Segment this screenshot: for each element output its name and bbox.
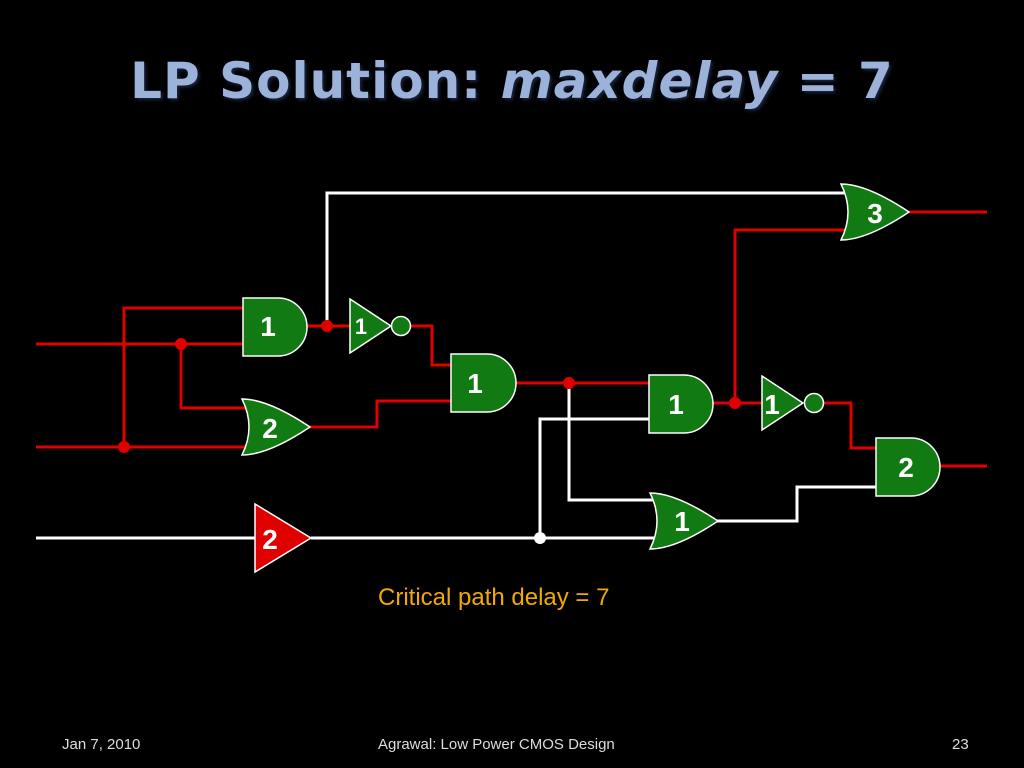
gate-delay-label: 1 — [355, 314, 367, 339]
junction-dot — [563, 377, 575, 389]
page-title: LP Solution: maxdelay = 7 — [0, 52, 1024, 110]
wire-not-a-out — [411, 324, 451, 367]
gate-delay-label: 3 — [867, 198, 883, 229]
wire-top-feedback — [325, 191, 848, 325]
or-gate — [839, 183, 911, 241]
and-gate — [242, 297, 308, 357]
junctions — [118, 320, 741, 544]
gate-delay-label: 1 — [674, 506, 690, 537]
wire-to-or-top — [733, 228, 848, 403]
wire-or-b-to-and-out — [717, 485, 876, 523]
footer-course: Agrawal: Low Power CMOS Design — [378, 736, 615, 753]
gates — [240, 183, 941, 574]
wire-branch-to-or-b — [567, 383, 660, 502]
gate-delay-label: 2 — [898, 452, 914, 483]
gate-labels: 1 2 2 1 1 1 1 1 3 2 — [260, 198, 914, 555]
footer-date: Jan 7, 2010 — [62, 736, 141, 753]
not-gate — [761, 374, 805, 432]
critical-wires — [36, 210, 987, 468]
junction-dot — [321, 320, 333, 332]
not-gate — [349, 297, 393, 355]
not-bubble — [390, 315, 412, 337]
gate-delay-label: 2 — [262, 524, 278, 555]
gate-delay-label: 1 — [668, 389, 684, 420]
wire-or-a-out — [310, 399, 451, 429]
junction-dot — [534, 532, 546, 544]
gate-delay-label: 1 — [764, 389, 780, 420]
buffer-gate — [254, 502, 313, 574]
or-gate — [240, 398, 312, 456]
gate-delay-label: 2 — [262, 413, 278, 444]
junction-dot — [118, 441, 130, 453]
wire-branch-to-and-c — [538, 417, 652, 538]
title-italic: maxdelay — [500, 52, 779, 110]
wire-not-b-out — [823, 401, 876, 450]
footer-page-number: 23 — [952, 736, 969, 753]
junction-dot — [729, 397, 741, 409]
title-prefix: LP Solution: — [130, 52, 501, 110]
gate-delay-label: 1 — [260, 311, 276, 342]
gate-delay-label: 1 — [467, 368, 483, 399]
wire-split-1 — [122, 306, 243, 447]
and-gate — [648, 374, 714, 434]
wire-split-2 — [179, 344, 248, 410]
junction-dot — [175, 338, 187, 350]
or-gate — [648, 492, 720, 550]
and-gate — [875, 437, 941, 497]
normal-wires — [36, 191, 876, 540]
critical-path-caption: Critical path delay = 7 — [378, 584, 610, 611]
and-gate — [450, 353, 517, 413]
title-suffix: = 7 — [778, 52, 894, 110]
not-bubble — [803, 392, 825, 414]
